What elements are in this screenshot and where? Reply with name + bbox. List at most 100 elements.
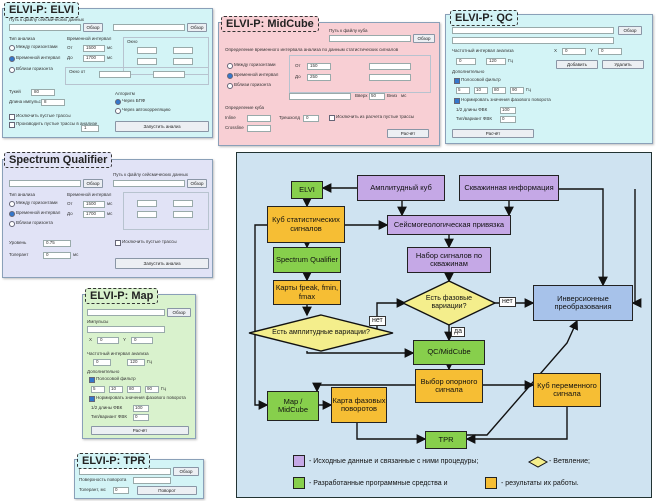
spectrum-path-field-2[interactable]	[113, 180, 185, 187]
elvi-radio-between[interactable]	[9, 45, 15, 51]
map-type-field[interactable]: 0	[133, 414, 149, 421]
spectrum-level-field[interactable]: 0.75	[43, 240, 71, 247]
elvi-stride-field[interactable]: 1	[81, 125, 99, 132]
qc-x-field[interactable]: 0	[562, 48, 586, 55]
qc-filter-f4[interactable]: 90	[510, 87, 524, 94]
map-x-field[interactable]: 0	[97, 337, 119, 344]
midcube-threshold-field[interactable]: 0	[303, 115, 319, 122]
map-run-button[interactable]: Расчёт	[91, 426, 189, 435]
elvi-run-button[interactable]: Запустить анализ	[115, 121, 209, 132]
tpr-run-button[interactable]: Поворот	[137, 486, 197, 495]
spectrum-browse-button[interactable]: Обзор	[83, 179, 103, 188]
qc-y-field[interactable]: 0	[598, 48, 622, 55]
elvi-to-field[interactable]: 1700	[83, 55, 105, 62]
midcube-radio-near[interactable]	[227, 83, 233, 89]
map-filter-f4[interactable]: 90	[145, 386, 159, 393]
map-y-field[interactable]: 0	[131, 337, 153, 344]
elvi-path-field[interactable]	[9, 24, 81, 31]
elvi-tukey-field[interactable]: 80	[31, 89, 55, 96]
elvi-near-field-2[interactable]	[153, 71, 185, 78]
elvi-window-field-2[interactable]	[173, 47, 193, 54]
midcube-browse-button[interactable]: Обзор	[413, 34, 435, 43]
qc-normalize-check[interactable]	[454, 98, 460, 104]
map-browse-button[interactable]: Обзор	[167, 308, 191, 317]
elvi-near-field-1[interactable]	[99, 71, 131, 78]
midcube-inline-field[interactable]	[247, 115, 271, 122]
midcube-interval-field-3[interactable]	[369, 63, 411, 70]
spectrum-window-field-1[interactable]	[137, 200, 157, 207]
midcube-radio-interval[interactable]	[227, 73, 233, 79]
tpr-browse-button[interactable]: Обзор	[173, 467, 199, 476]
elvi-algo-acf[interactable]	[115, 108, 121, 114]
qc-freq-from-field[interactable]: 0	[456, 58, 476, 65]
spectrum-radio-between[interactable]	[9, 201, 15, 207]
midcube-path-field[interactable]	[329, 35, 411, 42]
map-extra-label: Дополнительно	[87, 369, 120, 374]
midcube-radio-between[interactable]	[227, 63, 233, 69]
qc-browse-button[interactable]: Обзор	[618, 26, 642, 35]
qc-filter-f1[interactable]: 5	[456, 87, 470, 94]
elvi-exclude-check[interactable]	[9, 114, 15, 120]
spectrum-from-field[interactable]: 1500	[83, 201, 105, 208]
elvi-radio-near[interactable]	[9, 67, 15, 73]
spectrum-radio-near[interactable]	[9, 221, 15, 227]
spectrum-exclude-check[interactable]	[115, 240, 121, 246]
midcube-run-button[interactable]: Расчёт	[387, 129, 429, 138]
spectrum-window-field-4[interactable]	[173, 211, 193, 218]
node-phase-q: Есть фазовые вариации?	[425, 295, 473, 310]
map-normalize-check[interactable]	[89, 396, 95, 402]
midcube-up-field[interactable]: 50	[369, 93, 385, 100]
elvi-window-field-3[interactable]	[137, 58, 157, 65]
spectrum-to-field[interactable]: 1700	[83, 211, 105, 218]
tpr-surface-field[interactable]	[133, 477, 171, 484]
map-filter-check[interactable]	[89, 377, 95, 383]
spectrum-window-field-3[interactable]	[137, 211, 157, 218]
elvi-pulse-field[interactable]: 8	[41, 99, 65, 106]
midcube-to-field[interactable]: 250	[307, 74, 331, 81]
elvi-browse-button[interactable]: Обзор	[83, 23, 103, 32]
elvi-window-field-1[interactable]	[137, 47, 157, 54]
tpr-path-field[interactable]	[79, 468, 171, 475]
tpr-tolerance-field[interactable]: 0	[113, 487, 129, 494]
elvi-algo-fft[interactable]	[115, 99, 121, 105]
midcube-crossline-field[interactable]	[247, 125, 271, 132]
spectrum-tolerance-field[interactable]: 0	[43, 252, 71, 259]
map-half-period-field[interactable]: 100	[133, 405, 149, 412]
qc-add-button[interactable]: Добавить	[556, 60, 598, 69]
qc-filter-f3[interactable]: 80	[492, 87, 506, 94]
elvi-radio-interval[interactable]	[9, 56, 15, 62]
midcube-exclude-check[interactable]	[329, 115, 335, 121]
elvi-produce-check[interactable]	[9, 122, 15, 128]
elvi-browse-button-2[interactable]: Обзор	[187, 23, 207, 32]
spectrum-browse-button-2[interactable]: Обзор	[187, 179, 207, 188]
qc-filter-f2[interactable]: 10	[474, 87, 488, 94]
elvi-from-field[interactable]: 1500	[83, 45, 105, 52]
qc-freq-to-field[interactable]: 120	[486, 58, 506, 65]
spectrum-radio-interval[interactable]	[9, 211, 15, 217]
qc-run-button[interactable]: Расчёт	[452, 129, 534, 138]
midcube-horizon-field[interactable]	[289, 93, 351, 100]
spectrum-path-field[interactable]	[9, 180, 81, 187]
midcube-from-field[interactable]: 150	[307, 63, 331, 70]
elvi-path-field-2[interactable]	[113, 24, 185, 31]
qc-filter-check[interactable]	[454, 78, 460, 84]
node-var-cube: Куб переменного сигнала	[533, 373, 601, 407]
map-path-field-1[interactable]	[87, 309, 165, 316]
qc-path-field-2[interactable]	[452, 37, 614, 44]
elvi-window-field-4[interactable]	[173, 58, 193, 65]
qc-half-period-field[interactable]: 100	[500, 107, 516, 114]
map-filter-f3[interactable]: 80	[127, 386, 141, 393]
qc-delete-button[interactable]: Удалить	[602, 60, 644, 69]
map-path-field-2[interactable]	[87, 326, 165, 333]
edge-well-inv	[559, 188, 608, 287]
map-filter-f1[interactable]: 5	[91, 386, 105, 393]
qc-path-field-1[interactable]	[452, 27, 614, 34]
midcube-interval-field-4[interactable]	[369, 74, 411, 81]
map-freq-from-field[interactable]: 0	[93, 359, 111, 366]
spectrum-run-button[interactable]: Запустить анализ	[115, 258, 209, 269]
map-filter-f2[interactable]: 10	[109, 386, 123, 393]
qc-type-field[interactable]: 0	[500, 116, 516, 123]
map-freq-to-field[interactable]: 120	[127, 359, 145, 366]
map-pulses-label: Импульсы	[87, 319, 109, 324]
spectrum-window-field-2[interactable]	[173, 200, 193, 207]
